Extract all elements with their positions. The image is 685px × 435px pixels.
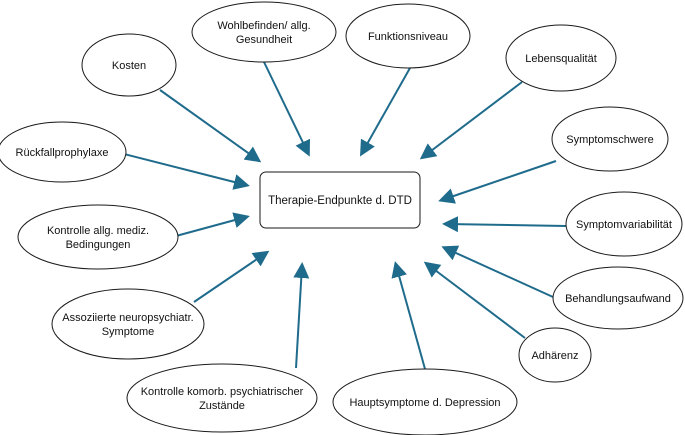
- node-hauptsymptome: Hauptsymptome d. Depression: [332, 368, 518, 435]
- node-label-lebensqualitaet: Lebensqualität: [525, 53, 597, 65]
- node-ellipse-lebensqualitaet: [505, 24, 617, 92]
- node-kontrolle-komorb: Kontrolle komorb. psychiatrischerZuständ…: [126, 363, 318, 433]
- arrow-symptomschwere: [438, 160, 557, 204]
- arrow-assoziierte: [193, 250, 270, 303]
- node-kosten: Kosten: [81, 33, 177, 97]
- node-ellipse-funktionsniveau: [345, 3, 471, 69]
- node-lebensqualitaet: Lebensqualität: [505, 24, 617, 92]
- arrow-funktionsniveau: [360, 67, 411, 157]
- node-adhaerenz: Adhärenz: [518, 327, 592, 383]
- node-symptomvariabilitaet: Symptomvariabilität: [565, 191, 683, 257]
- arrow-adhaerenz: [423, 261, 526, 339]
- node-ellipse-behandlungsaufwand: [552, 266, 684, 330]
- node-label-behandlungsaufwand: Behandlungsaufwand: [565, 293, 671, 305]
- node-ellipse-hauptsymptome: [332, 368, 518, 435]
- arrow-wohlbefinden: [263, 61, 310, 157]
- node-label-hauptsymptome: Hauptsymptome d. Depression: [349, 397, 500, 409]
- node-label-adhaerenz: Adhärenz: [531, 350, 578, 362]
- arrow-symptomvariabilitaet: [442, 216, 567, 233]
- center-label: Therapie-Endpunkte d. DTD: [268, 195, 412, 207]
- arrows-layer: [123, 61, 567, 370]
- node-behandlungsaufwand: Behandlungsaufwand: [552, 266, 684, 330]
- arrow-kosten: [159, 89, 262, 163]
- arrow-kontrolle-allg: [175, 212, 250, 237]
- node-label-rueckfallprophylaxe: Rückfallprophylaxe: [16, 147, 109, 159]
- node-ellipse-adhaerenz: [518, 327, 592, 383]
- node-label-kontrolle-komorb: Kontrolle komorb. psychiatrischer: [141, 386, 304, 398]
- node-label-kosten: Kosten: [112, 60, 146, 72]
- node-label-assoziierte: Assoziierte neuropsychiatr.: [62, 312, 193, 324]
- arrow-rueckfallprophylaxe: [123, 153, 250, 190]
- center-layer: Therapie-Endpunkte d. DTD: [259, 171, 421, 229]
- node-symptomschwere: Symptomschwere: [551, 106, 669, 172]
- node-assoziierte: Assoziierte neuropsychiatr. Symptome: [51, 288, 205, 360]
- node-label-symptomvariabilitaet: Symptomvariabilität: [576, 219, 672, 231]
- arrow-lebensqualitaet: [419, 81, 523, 160]
- node-ellipse-kontrolle-allg: [17, 204, 179, 270]
- node-label-wohlbefinden: Wohlbefinden/ allg.: [217, 20, 310, 32]
- center-box: [259, 171, 421, 229]
- node-label-symptomschwere: Symptomschwere: [566, 134, 653, 146]
- node-ellipse-wohlbefinden: [191, 1, 337, 63]
- node-label-kontrolle-komorb: Zustände: [199, 400, 245, 412]
- node-ellipse-symptomschwere: [551, 106, 669, 172]
- node-ellipse-rueckfallprophylaxe: [0, 121, 127, 183]
- node-label-assoziierte: Symptome: [102, 326, 155, 338]
- node-ellipse-symptomvariabilitaet: [565, 191, 683, 257]
- node-ellipse-kosten: [81, 33, 177, 97]
- node-label-funktionsniveau: Funktionsniveau: [368, 31, 448, 43]
- node-rueckfallprophylaxe: Rückfallprophylaxe: [0, 121, 127, 183]
- node-ellipse-kontrolle-komorb: [126, 363, 318, 433]
- node-kontrolle-allg: Kontrolle allg. mediz. Bedingungen: [17, 204, 179, 270]
- node-label-wohlbefinden: Gesundheit: [236, 34, 292, 46]
- node-wohlbefinden: Wohlbefinden/ allg. Gesundheit: [191, 1, 337, 63]
- arrow-behandlungsaufwand: [441, 245, 554, 298]
- arrow-hauptsymptome: [391, 261, 426, 370]
- node-funktionsniveau: Funktionsniveau: [345, 3, 471, 69]
- node-label-kontrolle-allg: Bedingungen: [66, 239, 131, 251]
- arrow-kontrolle-komorb: [293, 262, 310, 369]
- node-label-kontrolle-allg: Kontrolle allg. mediz.: [47, 225, 149, 237]
- node-ellipse-assoziierte: [51, 288, 205, 360]
